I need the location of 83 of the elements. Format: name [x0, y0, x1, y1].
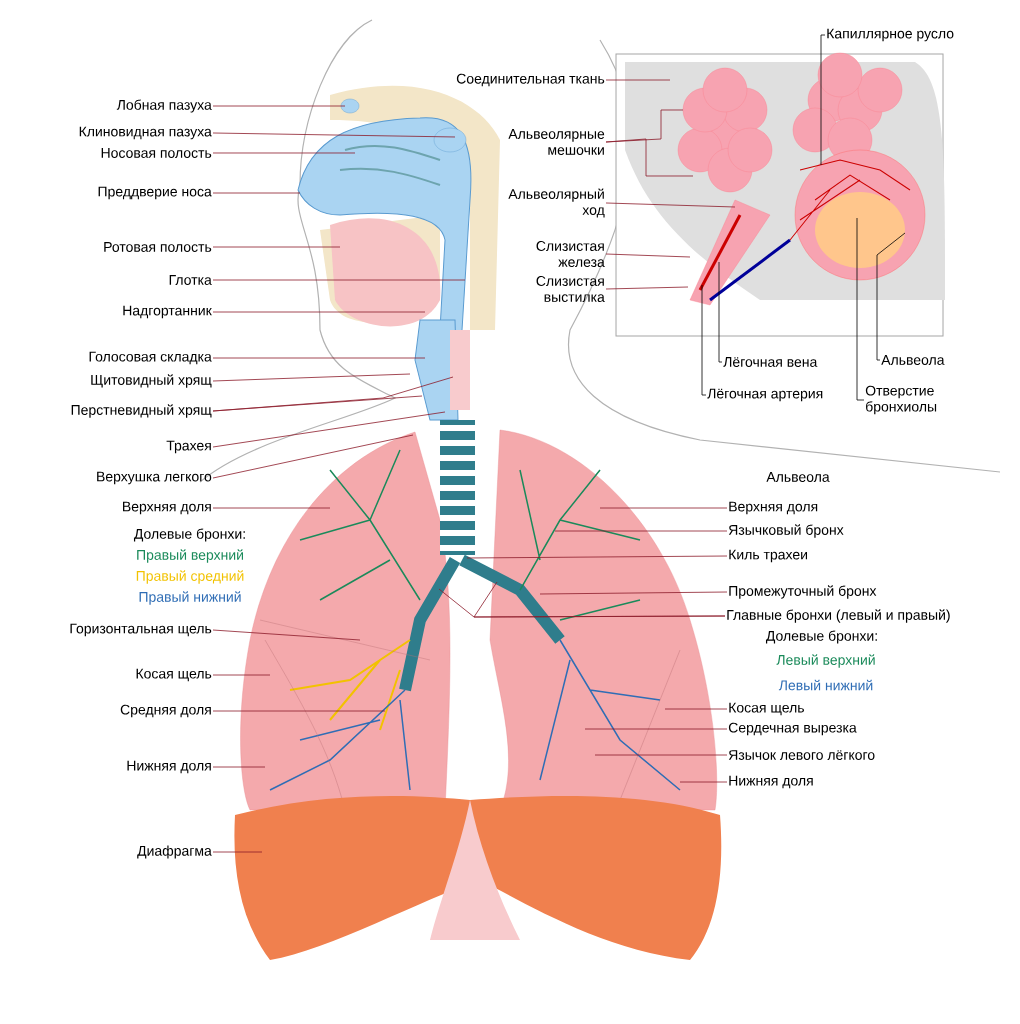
leader-line	[605, 202, 736, 208]
label-text: Правый верхний	[137, 549, 243, 563]
label-text: Долевые бронхи:	[766, 630, 877, 644]
leader-line	[212, 357, 426, 359]
leader-line	[473, 581, 726, 618]
leader-line	[679, 781, 728, 783]
leader-line	[605, 109, 684, 143]
leader-line	[212, 629, 361, 641]
leader-line	[701, 284, 707, 396]
leader-line	[212, 373, 411, 382]
leader-line	[212, 152, 356, 154]
part-label: Диафрагма	[137, 845, 212, 859]
leader-line	[212, 246, 341, 248]
leader-line	[212, 507, 331, 509]
leader-line	[212, 192, 301, 194]
part-label: Слизистая выстилка	[536, 276, 605, 302]
part-label: Слизистая железа	[536, 241, 605, 267]
leader-line	[212, 311, 426, 313]
leader-line	[599, 507, 728, 509]
part-label: Нижняя доля	[127, 760, 211, 774]
label-text: Альвеола	[766, 472, 830, 482]
leader-line	[212, 105, 346, 107]
leader-line	[718, 261, 723, 363]
leader-line	[212, 411, 446, 448]
part-label: Верхняя доля	[123, 501, 211, 515]
label-text: Правый средний	[136, 570, 244, 584]
part-label: Голосовая складка	[89, 351, 212, 365]
part-label: Отверстие бронхиолы	[865, 385, 937, 415]
part-label: Главные бронхи (левый и правый)	[727, 609, 950, 623]
part-label: Глотка	[169, 275, 212, 285]
leader-line	[605, 253, 691, 258]
leader-line	[212, 710, 386, 712]
part-label: Косая щель	[729, 702, 804, 716]
part-label: Альвеолярный ход	[508, 188, 605, 218]
part-label: Носовая полость	[101, 148, 212, 158]
part-label: Перстневидный хрящ	[71, 404, 212, 418]
part-label: Язычковый бронх	[728, 524, 844, 538]
leader-line	[856, 217, 865, 401]
part-label: Средняя доля	[120, 704, 211, 718]
leader-line	[876, 232, 906, 361]
part-label: Верхняя доля	[729, 501, 818, 515]
part-label: Трахея	[166, 440, 211, 454]
leader-line	[594, 754, 728, 756]
leader-line	[605, 79, 671, 81]
part-label: Альвеола	[881, 355, 945, 365]
leader-line	[212, 132, 456, 138]
part-label: Лёгочная вена	[723, 357, 818, 367]
label-text: Правый нижний	[139, 591, 241, 605]
part-label: Лёгочная артерия	[707, 388, 823, 402]
leader-line	[554, 530, 728, 532]
label-text: Долевые бронхи:	[133, 528, 245, 542]
leader-line	[605, 286, 689, 290]
leader-line	[212, 376, 454, 412]
part-label: Язычок левого лёгкого	[728, 750, 875, 760]
part-label: Преддверие носа	[98, 186, 212, 200]
part-label: Нижняя доля	[729, 775, 813, 789]
part-label: Капиллярное русло	[827, 28, 954, 42]
part-label: Щитовидный хрящ	[91, 374, 212, 388]
part-label: Верхушка легкого	[97, 471, 212, 485]
part-label: Надгортанник	[123, 305, 212, 319]
leader-line	[212, 851, 263, 853]
part-label: Альвеолярные мешочки	[508, 129, 605, 155]
leader-line	[212, 434, 414, 479]
leader-line	[212, 279, 466, 281]
label-text: Левый верхний	[776, 654, 875, 668]
leader-line	[212, 766, 266, 768]
leader-line	[664, 708, 728, 710]
part-label: Клиновидная пазуха	[79, 126, 212, 140]
leader-line	[605, 138, 694, 177]
leader-line	[539, 591, 728, 595]
part-label: Косая щель	[136, 668, 212, 682]
part-label: Ротовая полость	[104, 242, 212, 252]
part-label: Киль трахеи	[729, 549, 807, 563]
label-text: Левый нижний	[778, 679, 873, 691]
leader-line	[820, 34, 826, 166]
part-label: Сердечная вырезка	[728, 722, 857, 736]
part-label: Лобная пазуха	[116, 99, 212, 113]
leader-line	[212, 674, 271, 676]
part-label: Горизонтальная щель	[70, 623, 212, 637]
part-label: Промежуточный бронх	[729, 585, 877, 599]
leader-line	[584, 728, 728, 730]
leader-line	[466, 555, 728, 559]
part-label: Соединительная ткань	[456, 73, 605, 87]
